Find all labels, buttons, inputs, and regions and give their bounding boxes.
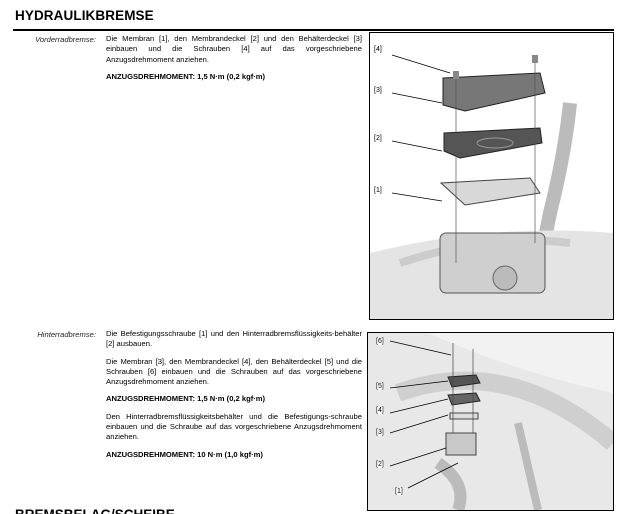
callout-2: [2] xyxy=(376,461,384,468)
rear-brake-label: Hinterradbremse: xyxy=(37,330,96,339)
callout-1: [1] xyxy=(374,187,382,194)
front-torque: ANZUGSDREHMOMENT: 1,5 N·m (0,2 kgf·m) xyxy=(106,71,266,81)
front-instruction: Die Membran [1], den Membrandeckel [2] u… xyxy=(106,34,362,64)
heading-rule xyxy=(13,29,614,31)
rear-brake-text: Die Befestigungsschraube [1] und den Hin… xyxy=(106,329,362,467)
rear-torque-2: ANZUGSDREHMOMENT: 10 N·m (1,0 kgf·m) xyxy=(106,449,263,459)
front-brake-figure: [4] [3] [2] [1] xyxy=(369,32,614,320)
front-reservoir-illustration xyxy=(370,54,613,319)
callout-3: [3] xyxy=(374,87,382,94)
callout-4: [4] xyxy=(376,407,384,414)
callout-1: [1] xyxy=(395,488,403,495)
callout-5: [5] xyxy=(376,383,384,390)
rear-instruction-2: Die Membran [3], den Membrandeckel [4], … xyxy=(106,356,362,387)
callout-3: [3] xyxy=(376,429,384,436)
rear-brake-figure: [6] [5] [4] [3] [2] [1] xyxy=(367,332,614,511)
rear-torque-1: ANZUGSDREHMOMENT: 1,5 N·m (0,2 kgf·m) xyxy=(106,394,266,404)
rear-reservoir-illustration xyxy=(368,333,613,510)
callout-4: [4] xyxy=(374,46,382,53)
front-brake-text: Die Membran [1], den Membrandeckel [2] u… xyxy=(106,34,362,89)
rear-instruction-3: Den Hinterradbremsflüssigkeitsbehälter u… xyxy=(106,411,362,442)
rear-instruction-1: Die Befestigungsschraube [1] und den Hin… xyxy=(106,329,362,349)
front-brake-label: Vorderradbremse: xyxy=(35,35,96,44)
callout-2: [2] xyxy=(374,135,382,142)
callout-6: [6] xyxy=(376,338,384,345)
next-section-heading: BREMSBELAG/SCHEIBE xyxy=(15,505,175,514)
section-heading: HYDRAULIKBREMSE xyxy=(15,8,154,23)
